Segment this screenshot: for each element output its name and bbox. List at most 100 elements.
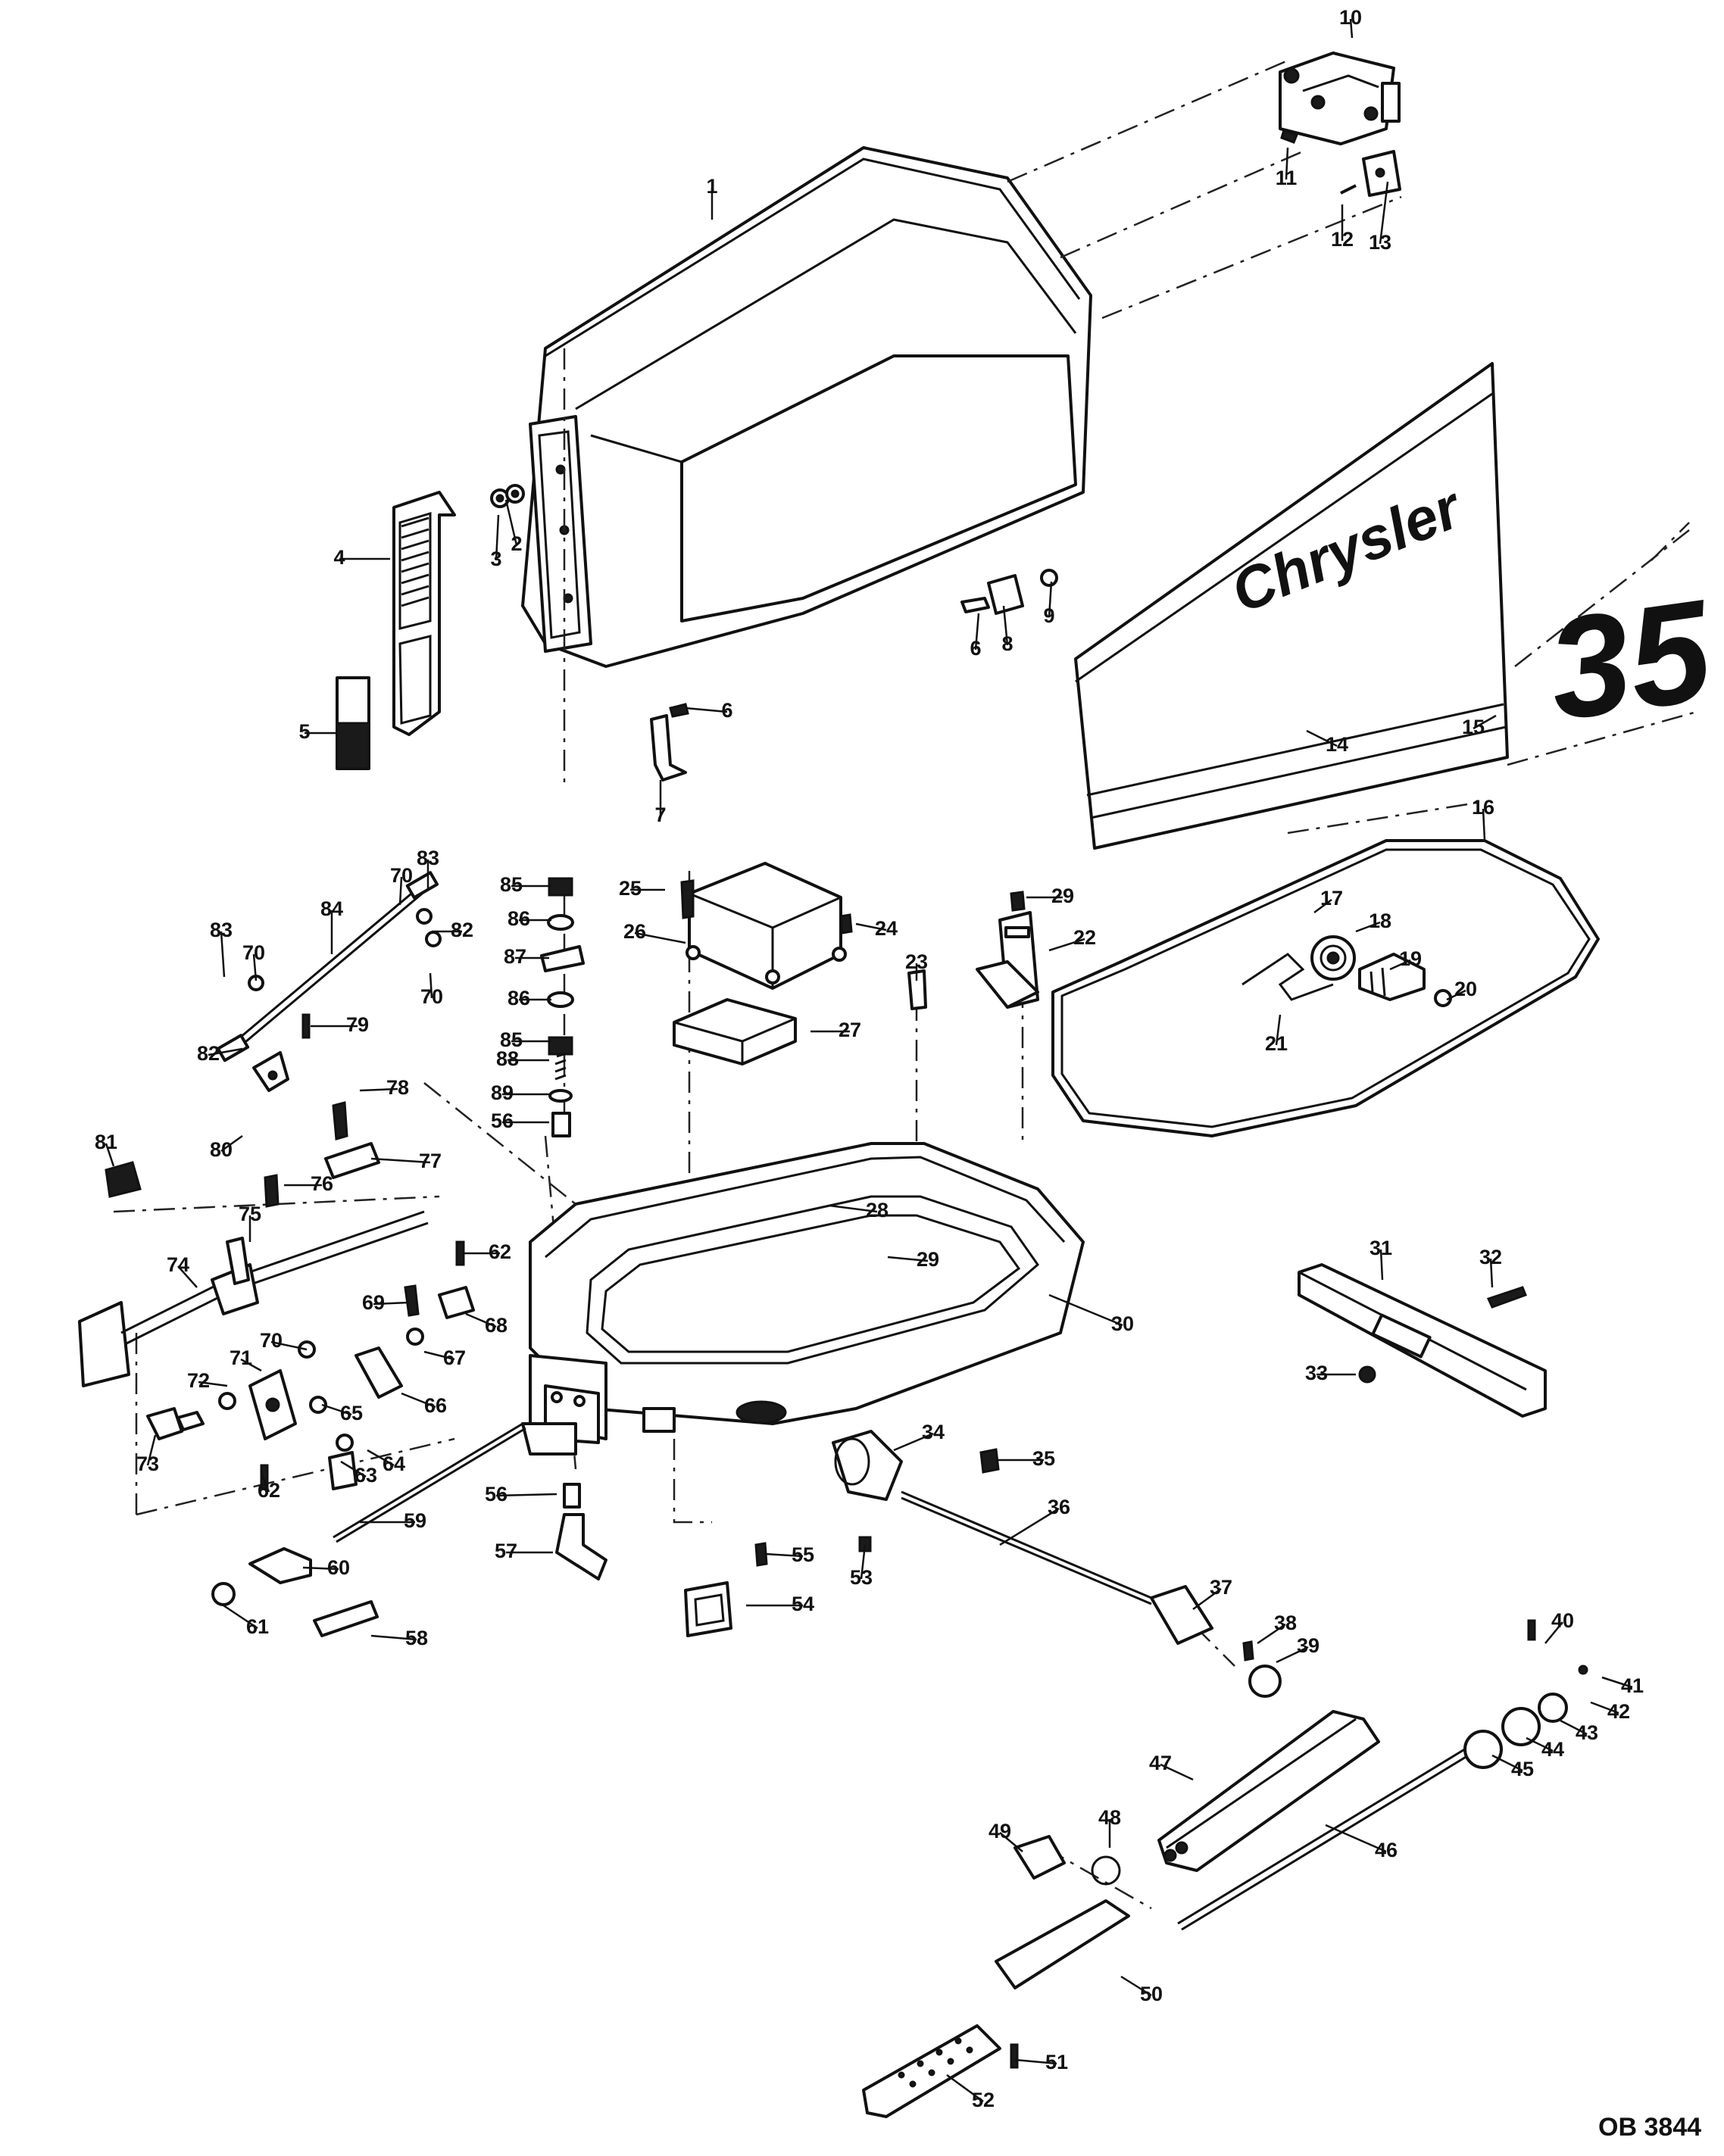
callout-label: 1: [706, 175, 717, 198]
leader-line: [855, 922, 887, 931]
leader-line: [220, 931, 226, 978]
callout-label: 38: [1274, 1612, 1297, 1634]
foam-pad: [673, 998, 797, 1066]
shift-linkage-parts: [105, 871, 585, 1198]
lower-motor-pan: [521, 1142, 1085, 1456]
callout-label: 20: [1454, 978, 1477, 1000]
callout-label: 15: [1462, 716, 1485, 738]
callout-label: 89: [491, 1081, 514, 1104]
callout-label: 40: [1551, 1609, 1574, 1632]
callout-label: 77: [419, 1150, 442, 1172]
callout-label: 21: [1265, 1032, 1288, 1055]
side-decal-panel: [392, 491, 456, 736]
callout-label: 56: [491, 1109, 514, 1132]
motor-cover: [521, 146, 1092, 668]
callout-label: 85: [500, 873, 523, 896]
leader-line: [321, 1403, 352, 1416]
callout-leaders: [105, 18, 1633, 2103]
leader-line: [252, 953, 258, 981]
leader-line: [1276, 1646, 1309, 1664]
callout-label: 83: [417, 847, 439, 869]
callout-label: 82: [451, 919, 473, 941]
leader-line: [1014, 2058, 1057, 2065]
callout-label: 17: [1320, 887, 1343, 910]
callout-label: 44: [1541, 1738, 1564, 1761]
electronic-module: [686, 862, 847, 990]
callout-label: 54: [792, 1593, 814, 1615]
callout-label: 79: [346, 1013, 369, 1036]
leader-line: [1048, 938, 1085, 952]
callout-label: 72: [187, 1369, 210, 1392]
callout-label: 76: [311, 1172, 333, 1195]
callout-label: 53: [850, 1566, 873, 1589]
callout-label: 4: [333, 546, 345, 569]
callout-label: 43: [1576, 1721, 1598, 1744]
callout-label: 61: [246, 1615, 269, 1638]
leader-line: [1491, 1754, 1523, 1772]
callout-label: 47: [1149, 1752, 1172, 1774]
leader-line: [401, 1392, 436, 1409]
callout-label: 37: [1210, 1576, 1232, 1599]
callout-label: 52: [972, 2089, 995, 2111]
callout-label: 83: [210, 919, 233, 941]
callout-label: 9: [1043, 604, 1054, 627]
leader-line: [423, 1350, 455, 1361]
leader-line: [208, 1047, 243, 1056]
leader-line: [1002, 605, 1009, 646]
leader-line: [367, 1449, 395, 1467]
callout-label: 26: [623, 920, 646, 943]
leader-line: [1446, 989, 1466, 1001]
callout-label: 57: [495, 1540, 517, 1562]
shift-lever-assembly: [78, 1174, 465, 1387]
callout-label: 59: [404, 1509, 426, 1532]
callout-label: 29: [1051, 885, 1074, 907]
leader-line: [105, 1143, 115, 1167]
callout-label: 66: [424, 1394, 447, 1417]
leader-line: [495, 514, 500, 561]
callout-label: 5: [298, 720, 310, 743]
callout-label: 42: [1607, 1700, 1630, 1723]
callout-label: 32: [1479, 1246, 1502, 1268]
callout-label: 7: [654, 803, 666, 826]
callout-label: 50: [1140, 1983, 1163, 2005]
callout-label: 41: [1621, 1674, 1644, 1697]
leader-line: [398, 876, 403, 906]
latch-spring-assembly: [1241, 935, 1452, 1007]
callout-label: 70: [420, 985, 443, 1008]
callout-label: 49: [988, 1820, 1011, 1842]
callout-label: 64: [383, 1452, 405, 1475]
leader-line: [1275, 1014, 1282, 1046]
callout-label: 23: [905, 950, 928, 973]
bracket-assembly: [1279, 51, 1401, 197]
leader-line: [829, 1204, 878, 1213]
callout-label: 86: [508, 987, 530, 1009]
leader-line: [1590, 1701, 1619, 1715]
callout-label: 71: [230, 1346, 252, 1369]
mounting-bracket: [976, 891, 1039, 1009]
leader-line: [220, 1134, 243, 1153]
leader-line: [1489, 1258, 1494, 1288]
leader-line: [223, 1604, 258, 1630]
callout-label: 6: [721, 699, 732, 722]
leader-line: [685, 707, 728, 713]
callout-label: 87: [504, 945, 526, 968]
callout-label: 24: [875, 917, 898, 940]
leader-line: [240, 1358, 262, 1372]
callout-label: 73: [136, 1452, 159, 1475]
leader-line: [999, 1832, 1023, 1852]
callout-label: 63: [354, 1464, 377, 1487]
callout-label: 56: [485, 1483, 508, 1505]
callout-label: 19: [1399, 947, 1422, 970]
callout-label: 68: [485, 1314, 508, 1337]
leader-line: [1560, 1719, 1588, 1736]
drawing-number: OB 3844: [1598, 2113, 1701, 2142]
callout-label: 62: [489, 1240, 511, 1263]
chrysler-decal: Chrysler: [1074, 362, 1509, 850]
leader-line: [198, 1381, 228, 1387]
callout-label: 70: [260, 1329, 283, 1352]
callout-label: 75: [239, 1203, 261, 1225]
callout-label: 28: [866, 1199, 889, 1222]
leader-line: [887, 1256, 929, 1262]
